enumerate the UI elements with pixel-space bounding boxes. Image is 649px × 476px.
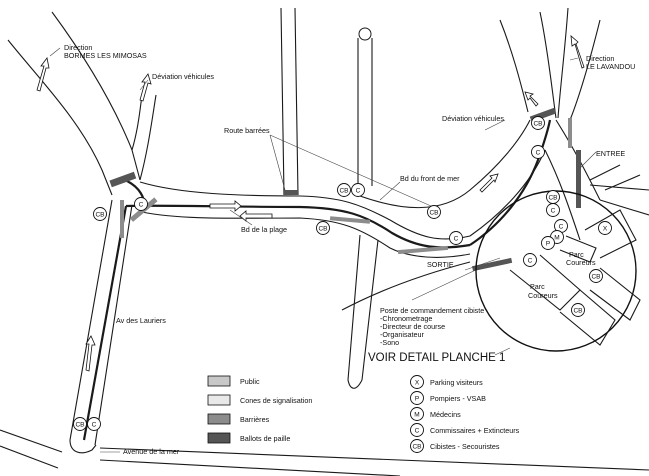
label-deviation-left: Déviation véhicules bbox=[152, 72, 214, 81]
svg-text:Cones de signalisation: Cones de signalisation bbox=[240, 396, 312, 405]
svg-text:C: C bbox=[139, 201, 144, 208]
label-voir-detail: VOIR DETAIL PLANCHE 1 bbox=[368, 352, 505, 364]
svg-text:Ballots de paille: Ballots de paille bbox=[240, 434, 290, 443]
marker-cb: CB bbox=[589, 269, 603, 283]
marker-c: C bbox=[449, 231, 463, 245]
marker-c: C bbox=[134, 197, 148, 211]
label-avenue-de-la-mer: Avenue de la mer bbox=[123, 447, 180, 456]
legend-symbols: X Parking visiteurs P Pompiers - VSAB M … bbox=[410, 375, 520, 453]
svg-text:C: C bbox=[551, 207, 556, 214]
svg-text:CB: CB bbox=[429, 209, 438, 216]
label-parc-small-2: Coureurs bbox=[566, 258, 596, 267]
label-av-des-lauriers: Av des Lauriers bbox=[116, 316, 166, 325]
label-poste-2: -Directeur de course bbox=[380, 322, 445, 331]
marker-cb: CB bbox=[93, 207, 107, 221]
svg-text:C: C bbox=[356, 187, 361, 194]
marker-cb: CB bbox=[73, 417, 87, 431]
svg-text:Médecins: Médecins bbox=[430, 410, 461, 419]
direction-arrows bbox=[36, 35, 585, 372]
svg-text:C: C bbox=[415, 427, 420, 434]
marker-cb: CB bbox=[546, 190, 560, 204]
label-route-barrees: Route barrées bbox=[224, 126, 270, 135]
label-parc-big-2: Coureurs bbox=[528, 291, 558, 300]
svg-text:C: C bbox=[454, 235, 459, 242]
svg-text:M: M bbox=[554, 234, 559, 241]
svg-text:C: C bbox=[528, 257, 533, 264]
svg-text:C: C bbox=[92, 421, 97, 428]
label-direction-bormes-2: BORMES LES MIMOSAS bbox=[64, 51, 147, 60]
marker-c: C bbox=[546, 203, 560, 217]
label-bd-de-la-plage: Bd de la plage bbox=[241, 225, 287, 234]
svg-text:Pompiers - VSAB: Pompiers - VSAB bbox=[430, 394, 486, 403]
marker-c: C bbox=[87, 417, 101, 431]
marker-cb: CB bbox=[531, 116, 545, 130]
marker-c: C bbox=[523, 253, 537, 267]
svg-text:M: M bbox=[414, 411, 419, 418]
svg-text:C: C bbox=[536, 149, 541, 156]
legend-item-public: Public bbox=[207, 375, 260, 387]
svg-text:X: X bbox=[603, 225, 608, 232]
svg-text:P: P bbox=[546, 240, 550, 247]
svg-text:Parking visiteurs: Parking visiteurs bbox=[430, 378, 483, 387]
legend-item-cones: Cones de signalisation bbox=[207, 394, 312, 406]
marker-c: C bbox=[531, 145, 545, 159]
svg-text:Cibistes - Secouristes: Cibistes - Secouristes bbox=[430, 442, 500, 451]
detail-circle-buildings bbox=[509, 209, 641, 346]
svg-text:CB: CB bbox=[412, 443, 421, 450]
label-deviation-right: Déviation véhicules bbox=[442, 114, 504, 123]
svg-text:Public: Public bbox=[240, 377, 260, 386]
legend-item-parking: X Parking visiteurs bbox=[410, 375, 483, 389]
svg-text:CB: CB bbox=[75, 421, 84, 428]
label-poste-0: Poste de commandement cibiste bbox=[380, 306, 484, 315]
legend-item-commissaires: C Commissaires + Extincteurs bbox=[410, 423, 520, 437]
legend-item-medecins: M Médecins bbox=[410, 407, 461, 421]
legend-item-barrieres: Barrières bbox=[207, 413, 270, 425]
legend-surfaces: Public Cones de signalisation Barrières … bbox=[207, 375, 312, 444]
label-direction-bormes-1: Direction bbox=[64, 43, 92, 52]
marker-cb: CB bbox=[571, 303, 585, 317]
svg-text:CB: CB bbox=[573, 307, 582, 314]
marker-c: C bbox=[351, 183, 365, 197]
svg-text:CB: CB bbox=[95, 211, 104, 218]
label-sortie: SORTIE bbox=[427, 260, 454, 269]
label-parc-big-1: Parc bbox=[530, 282, 545, 291]
svg-text:CB: CB bbox=[533, 120, 542, 127]
marker-p: P bbox=[541, 236, 555, 250]
marker-cb: CB bbox=[427, 205, 441, 219]
road-network bbox=[0, 7, 649, 476]
marker-x: X bbox=[598, 221, 612, 235]
map-markers: CB C CB C CB CB C CB C CB C C M P C X CB… bbox=[73, 116, 612, 431]
svg-text:C: C bbox=[559, 223, 564, 230]
label-bd-front-de-mer: Bd du front de mer bbox=[400, 174, 460, 183]
legend-item-pompiers: P Pompiers - VSAB bbox=[410, 391, 486, 405]
label-entree: ENTREE bbox=[596, 149, 625, 158]
svg-text:CB: CB bbox=[318, 225, 327, 232]
label-direction-lavandou-2: LE LAVANDOU bbox=[586, 62, 635, 71]
legend-item-ballots: Ballots de paille bbox=[207, 432, 290, 444]
svg-text:CB: CB bbox=[548, 194, 557, 201]
label-poste-1: -Chronometrage bbox=[380, 314, 432, 323]
svg-text:X: X bbox=[415, 379, 420, 386]
leader-lines bbox=[49, 47, 597, 453]
map-labels: Direction BORMES LES MIMOSAS Déviation v… bbox=[64, 43, 635, 456]
marker-cb: CB bbox=[337, 183, 351, 197]
label-poste-4: -Sono bbox=[380, 338, 399, 347]
svg-text:CB: CB bbox=[591, 273, 600, 280]
marker-cb: CB bbox=[316, 221, 330, 235]
svg-text:CB: CB bbox=[339, 187, 348, 194]
svg-text:Barrières: Barrières bbox=[240, 415, 270, 424]
course-track bbox=[82, 119, 552, 441]
label-parc-small-1: Parc bbox=[569, 250, 584, 259]
svg-text:Commissaires + Extincteurs: Commissaires + Extincteurs bbox=[430, 426, 520, 435]
label-direction-lavandou-1: Direction bbox=[586, 54, 614, 63]
svg-text:P: P bbox=[415, 395, 419, 402]
legend-item-cibistes: CB Cibistes - Secouristes bbox=[410, 439, 500, 453]
label-poste-3: -Organisateur bbox=[380, 330, 425, 339]
